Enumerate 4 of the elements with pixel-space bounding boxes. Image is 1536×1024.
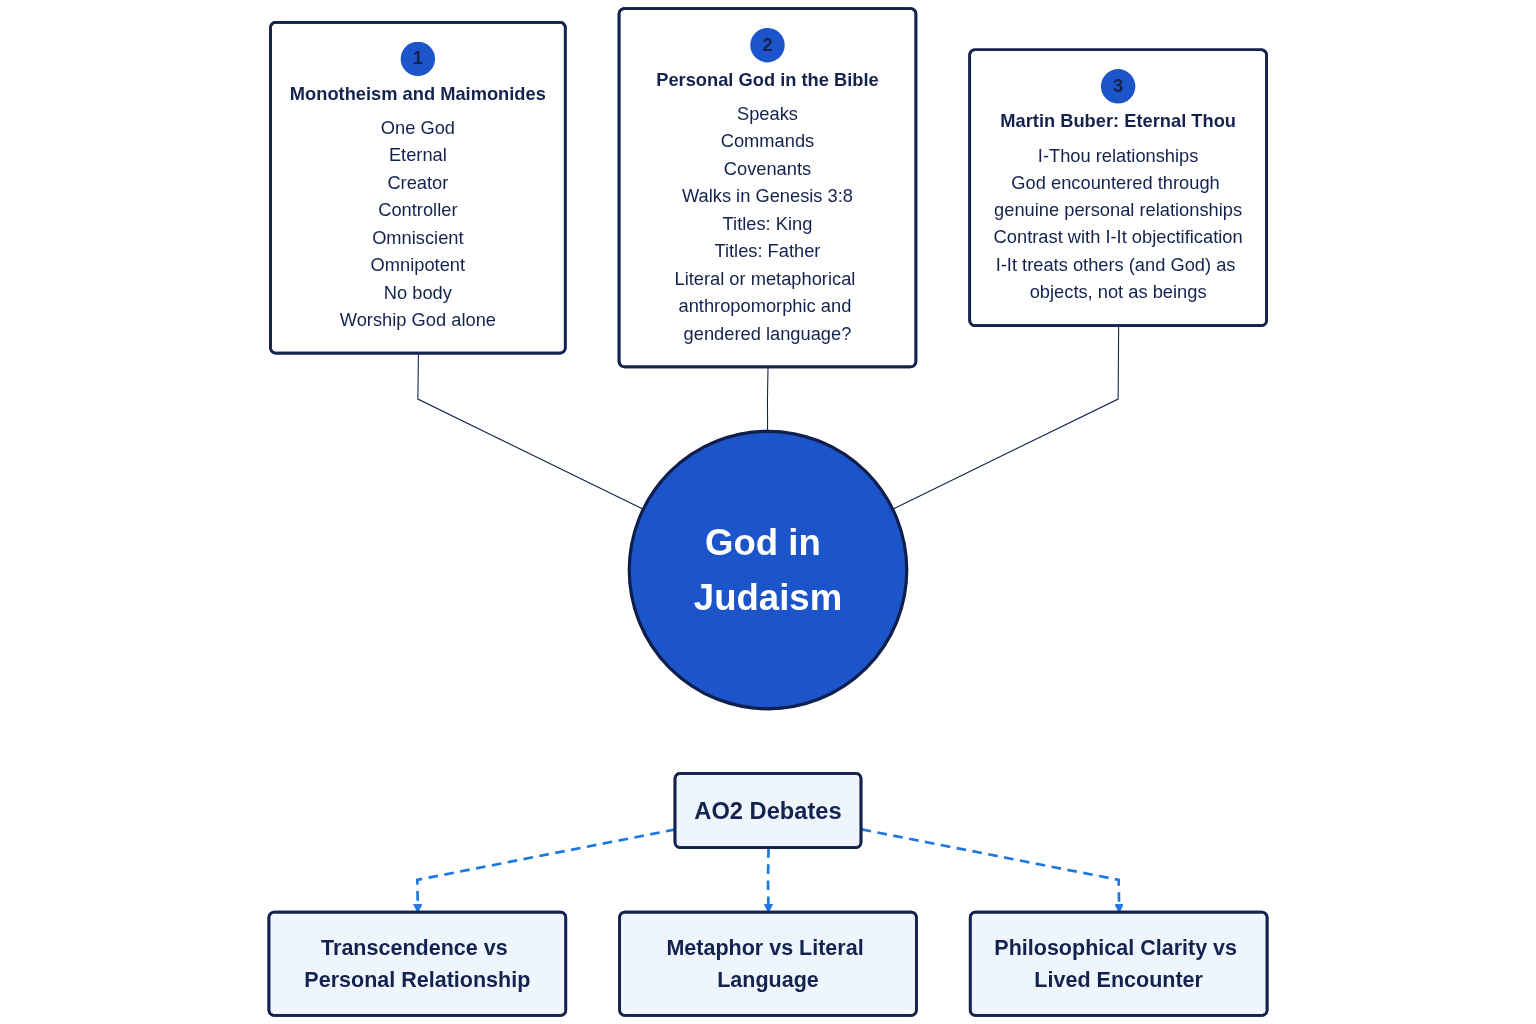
connector [892,325,1120,510]
connector [766,366,769,432]
node-circle: God in Judaism [627,429,909,711]
connector [417,353,644,510]
